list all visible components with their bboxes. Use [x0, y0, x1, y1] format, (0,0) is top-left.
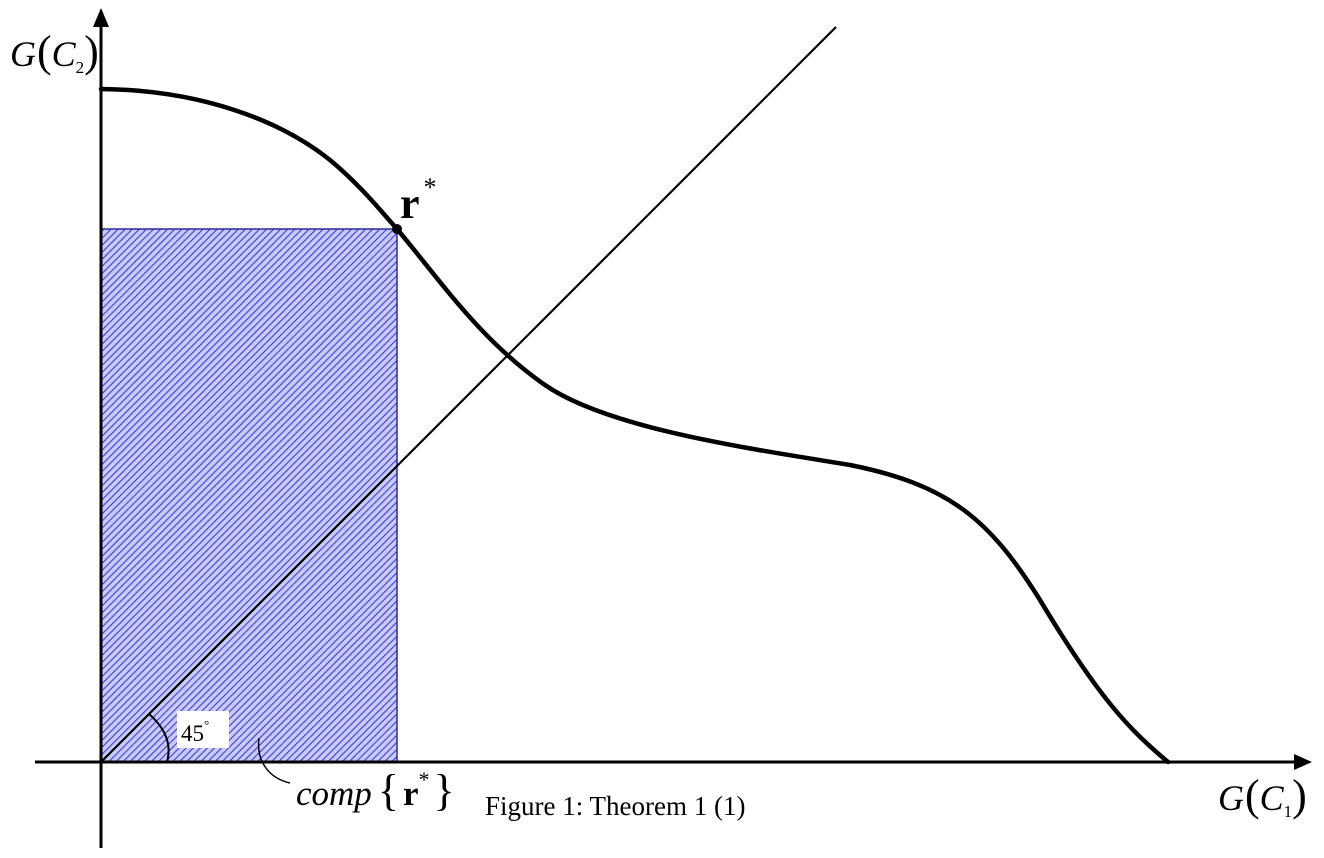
y-axis-arrow: [93, 8, 109, 27]
r-star-point: [392, 224, 402, 234]
y-axis-label: G(C2): [10, 27, 99, 77]
angle-arc: [148, 713, 170, 763]
comp-region: [100, 228, 398, 763]
figure-caption: Figure 1: Theorem 1 (1): [485, 791, 745, 821]
x-axis-label: G(C1): [1218, 771, 1307, 821]
region-label: comp{r*}: [296, 766, 455, 815]
point-label: r*: [400, 173, 437, 228]
diagonal-45-line: [100, 26, 837, 763]
region-leader-line: [257, 737, 291, 784]
angle-label-box: [177, 711, 229, 748]
angle-label: 45°: [181, 717, 209, 746]
x-axis-arrow: [1294, 754, 1312, 770]
frontier-curve: [98, 86, 1171, 765]
